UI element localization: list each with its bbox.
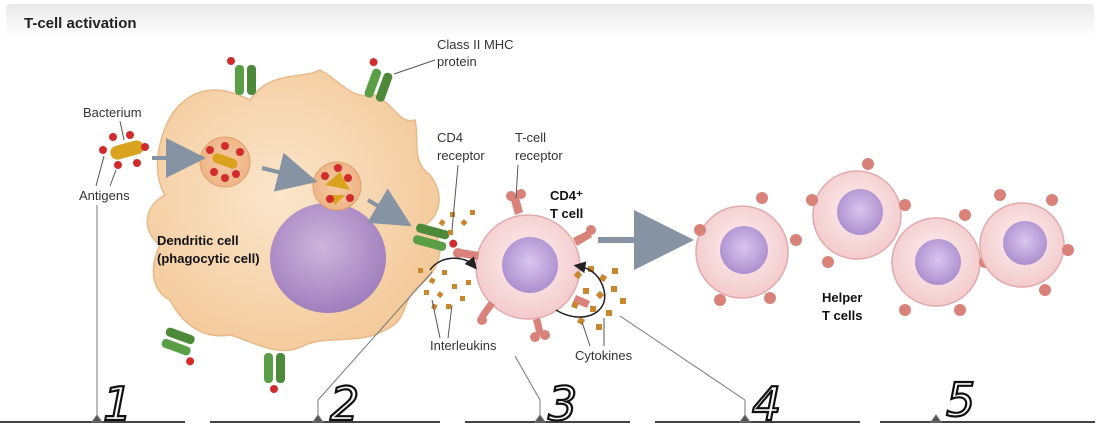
step-number-3: 3 xyxy=(548,377,577,431)
leader-bacterium xyxy=(119,120,125,141)
label-cd4-t-cell: T cell xyxy=(550,206,583,221)
mhc-protein-bottom-left xyxy=(161,327,195,366)
mhc-protein-top-right xyxy=(364,58,393,102)
helper-t-cell-2 xyxy=(806,158,911,268)
label-interleukins: Interleukins xyxy=(430,338,497,353)
label-dendritic-phagocytic: (phagocytic cell) xyxy=(157,251,260,266)
arrow-processing xyxy=(261,152,318,192)
mhc-protein-synapse xyxy=(412,223,458,251)
step-number-5: 5 xyxy=(946,373,975,427)
label-dendritic-cell: Dendritic cell xyxy=(157,233,239,248)
diagram-title: T-cell activation xyxy=(24,15,137,32)
label-class-ii-mhc-protein: protein xyxy=(437,54,477,69)
label-cytokines: Cytokines xyxy=(575,348,633,363)
leader-cd4 xyxy=(451,164,459,231)
mhc-protein-top-left xyxy=(227,57,256,95)
helper-t-cell-1 xyxy=(694,192,802,306)
mhc-protein-bottom xyxy=(264,353,285,393)
step-number-2: 2 xyxy=(330,377,359,431)
label-bacterium: Bacterium xyxy=(83,105,142,120)
leader-antigens-2 xyxy=(109,169,117,187)
leader-mhc xyxy=(393,59,436,75)
arrow-presentation xyxy=(366,188,412,227)
label-cd4-plus: CD4⁺ xyxy=(550,188,583,203)
vesicle-2 xyxy=(312,161,362,211)
title-bar: T-cell activation xyxy=(6,4,1094,40)
step-connectors xyxy=(91,205,942,423)
vesicle-1 xyxy=(199,136,251,188)
label-tcell-receptor: receptor xyxy=(515,148,563,163)
dendritic-nucleus xyxy=(270,203,386,313)
interleukin-particles xyxy=(418,210,475,310)
leader-cytokines-1 xyxy=(581,321,591,347)
helper-t-cell-4 xyxy=(979,189,1074,296)
label-helper-t-cells: T cells xyxy=(822,308,862,323)
bacterium xyxy=(99,131,149,169)
label-tcell: T-cell xyxy=(515,130,546,145)
leader-interleukins-1 xyxy=(431,299,441,339)
label-antigens: Antigens xyxy=(79,188,130,203)
step-number-4: 4 xyxy=(752,377,781,431)
leader-tcell-receptor xyxy=(515,164,519,199)
leader-antigens-1 xyxy=(95,155,105,187)
label-helper: Helper xyxy=(822,290,862,305)
cytokine-arrow xyxy=(555,261,606,318)
interleukin-arrow xyxy=(429,256,477,271)
dendritic-cell xyxy=(146,69,441,352)
label-class-ii-mhc: Class II MHC xyxy=(437,37,514,52)
label-cd4-receptor: receptor xyxy=(437,148,485,163)
leader-interleukins-2 xyxy=(447,304,453,339)
helper-t-cell-3 xyxy=(891,209,991,316)
label-cd4: CD4 xyxy=(437,130,463,145)
step-number-1: 1 xyxy=(103,377,132,431)
